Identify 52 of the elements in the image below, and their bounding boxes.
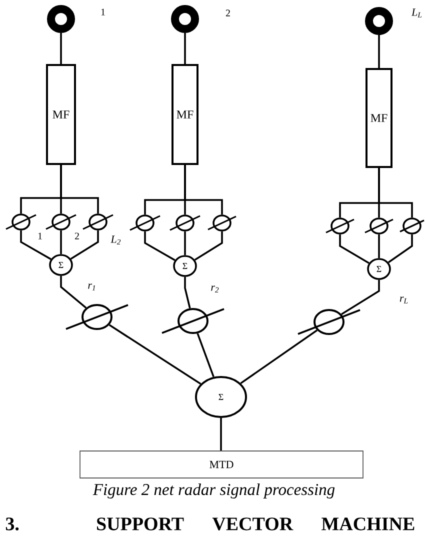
connector-line: [196, 333, 214, 378]
filter-box: MF: [172, 64, 198, 165]
connector-line: [60, 276, 87, 309]
antenna-symbol: [171, 5, 199, 33]
antenna-symbol: [365, 7, 393, 35]
weight-label: L$_{2}$: [110, 236, 121, 244]
connector-line: [184, 231, 186, 256]
channel-number: 1: [101, 8, 105, 16]
weight-symbol: [66, 304, 128, 330]
weight-symbol: [130, 214, 160, 232]
filter-box: MF: [46, 64, 76, 165]
weight-symbol: [170, 214, 200, 232]
connector-line: [378, 234, 380, 258]
connector-line: [108, 324, 202, 385]
signal-label: r$_{1}$: [88, 284, 95, 290]
connector-line: [240, 330, 318, 384]
weight-label: 1: [38, 232, 42, 240]
weight-symbol: [82, 214, 114, 230]
weight-symbol: [208, 214, 236, 232]
weight-symbol: [6, 214, 36, 230]
filter-box: MF: [366, 68, 392, 168]
weight-symbol: [46, 214, 76, 230]
process-box: MTD: [80, 450, 364, 478]
connector-line: [144, 231, 176, 261]
connector-line: [184, 165, 223, 215]
connector-line: [60, 230, 62, 254]
connector-line: [378, 35, 380, 68]
channel-number: 2: [226, 10, 230, 16]
connector-line: [378, 168, 413, 218]
weight-symbol: [326, 218, 354, 234]
connector-line: [194, 231, 223, 261]
connector-line: [184, 276, 191, 308]
weight-symbol: [400, 218, 424, 234]
connector-line: [20, 230, 52, 260]
weight-symbol: [298, 309, 360, 335]
section-heading: 3. SUPPORT VECTOR MACHINE: [6, 518, 414, 530]
connector-line: [70, 230, 99, 260]
weight-symbol: [162, 308, 224, 334]
figure-caption: Figure 2 net radar signal processing: [92, 484, 335, 498]
connector-line: [220, 418, 222, 451]
channel-number: L$_{L}$: [411, 8, 422, 18]
connector-line: [388, 234, 413, 264]
connector-line: [60, 165, 99, 214]
connector-line: [60, 33, 62, 64]
connector-line: [340, 280, 380, 316]
weight-label: 2: [74, 232, 79, 240]
signal-label: r$_{L}$: [400, 296, 408, 304]
connector-line: [184, 33, 186, 64]
signal-label: r$_{2}$: [211, 286, 219, 292]
weight-symbol: [364, 218, 394, 234]
connector-line: [339, 234, 370, 264]
antenna-symbol: [47, 5, 75, 33]
